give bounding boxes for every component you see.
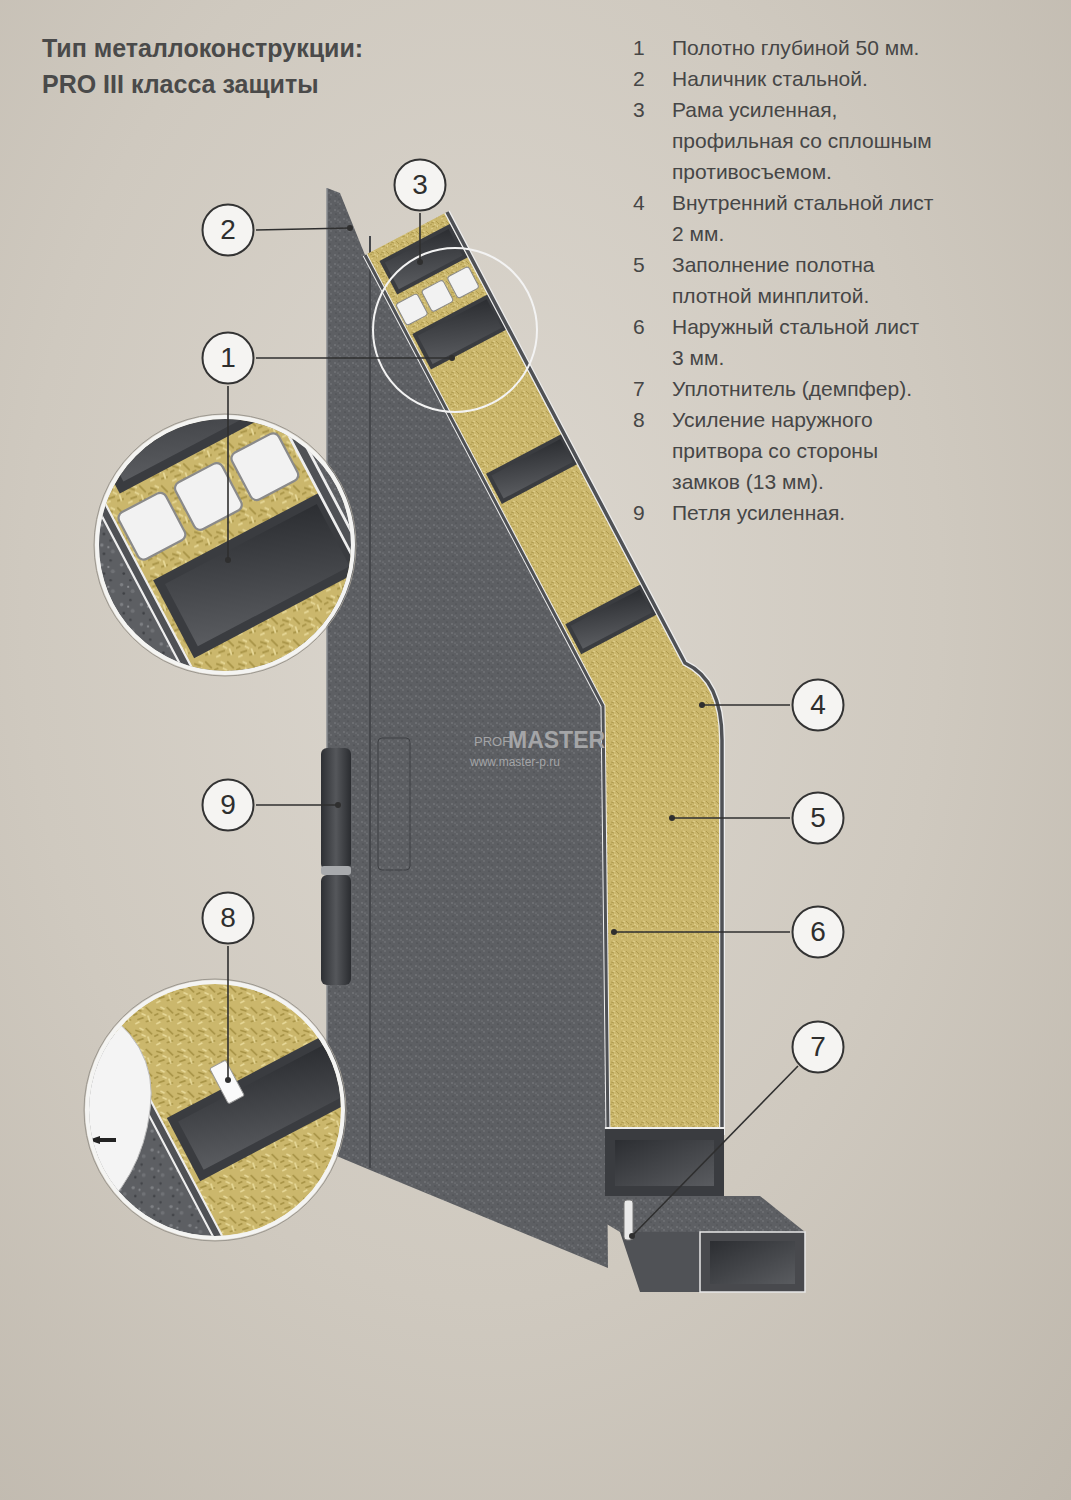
item-description: Рама усиленная, профильная со сплошным п… (672, 94, 934, 187)
parts-list-row: 5Заполнение полотна плотной минплитой. (633, 249, 1053, 311)
callout-number: 4 (810, 689, 826, 721)
callout-number: 7 (810, 1031, 826, 1063)
callout-number: 3 (412, 169, 428, 201)
callout-circle: 8 (201, 891, 255, 945)
parts-list-row: 6Наружный стальной лист 3 мм. (633, 311, 1053, 373)
callout-circle: 3 (393, 158, 447, 212)
callout-number: 2 (220, 214, 236, 246)
item-description: Наличник стальной. (672, 63, 934, 94)
parts-list-row: 9Петля усиленная. (633, 497, 1053, 528)
item-number: 5 (633, 249, 672, 311)
callout-number: 5 (810, 802, 826, 834)
callout-ring (793, 1022, 844, 1073)
callout-number: 6 (810, 916, 826, 948)
callout-circle: 4 (791, 678, 845, 732)
callout-circle: 2 (201, 203, 255, 257)
callout-ring (793, 793, 844, 844)
item-number: 6 (633, 311, 672, 373)
callout-ring (793, 907, 844, 958)
item-description: Внутренний стальной лист 2 мм. (672, 187, 934, 249)
callout-circle: 6 (791, 905, 845, 959)
callout-ring (203, 780, 254, 831)
watermark-prefix: PROF (474, 734, 510, 749)
callout-circle: 5 (791, 791, 845, 845)
item-number: 3 (633, 94, 672, 187)
callout-ring (203, 333, 254, 384)
parts-list-row: 2Наличник стальной. (633, 63, 1053, 94)
callout-circle: 7 (791, 1020, 845, 1074)
watermark-url: www.master-p.ru (470, 755, 560, 769)
item-description: Полотно глубиной 50 мм. (672, 32, 934, 63)
callout-circle: 1 (201, 331, 255, 385)
parts-list-row: 1Полотно глубиной 50 мм. (633, 32, 1053, 63)
callout-circle: 9 (201, 778, 255, 832)
parts-list: 1Полотно глубиной 50 мм.2Наличник стальн… (633, 32, 1053, 528)
callout-number: 9 (220, 789, 236, 821)
parts-list-row: 3Рама усиленная, профильная со сплошным … (633, 94, 1053, 187)
callout-number: 8 (220, 902, 236, 934)
watermark-brand: MASTER (508, 727, 605, 754)
callout-ring (395, 160, 446, 211)
item-number: 1 (633, 32, 672, 63)
item-number: 9 (633, 497, 672, 528)
callout-number: 1 (220, 342, 236, 374)
item-description: Петля усиленная. (672, 497, 934, 528)
item-number: 8 (633, 404, 672, 497)
callout-ring (203, 893, 254, 944)
item-description: Заполнение полотна плотной минплитой. (672, 249, 934, 311)
item-description: Наружный стальной лист 3 мм. (672, 311, 934, 373)
item-description: Усиление наружного притвора со стороны з… (672, 404, 934, 497)
callout-ring (203, 205, 254, 256)
parts-list-row: 7Уплотнитель (демпфер). (633, 373, 1053, 404)
item-number: 4 (633, 187, 672, 249)
parts-list-row: 4Внутренний стальной лист 2 мм. (633, 187, 1053, 249)
item-number: 7 (633, 373, 672, 404)
diagram-title: Тип металлоконструкции: PRO III класса з… (42, 30, 392, 102)
item-description: Уплотнитель (демпфер). (672, 373, 934, 404)
item-number: 2 (633, 63, 672, 94)
callout-ring (793, 680, 844, 731)
parts-list-row: 8Усиление наружного притвора со стороны … (633, 404, 1053, 497)
